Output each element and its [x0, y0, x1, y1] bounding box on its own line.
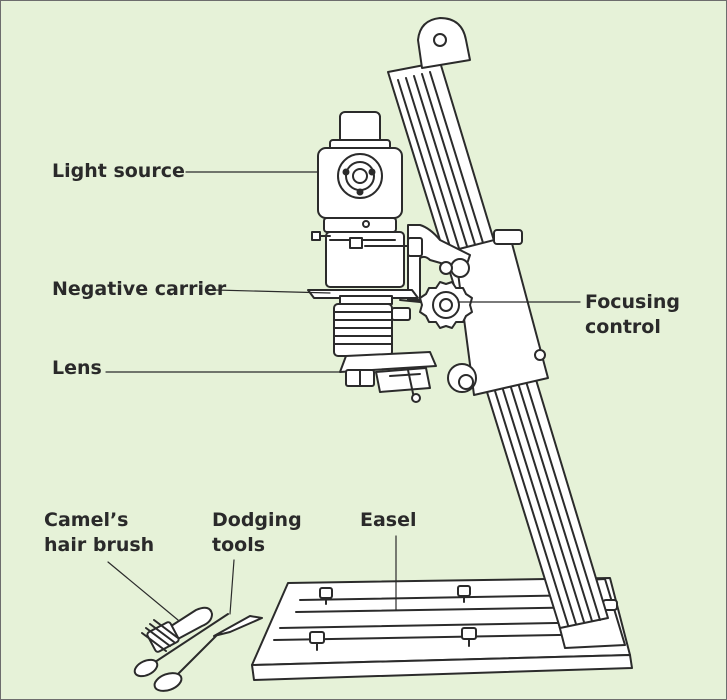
label-easel: Easel	[360, 509, 417, 531]
lens-stage	[339, 351, 437, 403]
support-arm	[407, 224, 471, 301]
label-dodging-tools-1: Dodging	[212, 509, 302, 531]
label-camels-hair-brush-2: hair brush	[44, 534, 155, 556]
leader-dodging-tools	[229, 559, 235, 615]
camels-hair-brush	[141, 606, 213, 653]
column-carriage	[447, 229, 549, 396]
label-camels-hair-brush-1: Camel’s	[44, 509, 129, 531]
negative-carrier	[307, 289, 441, 305]
carrier-section	[311, 231, 423, 288]
easel-knobs	[309, 585, 477, 651]
baseboard	[251, 577, 633, 681]
label-focusing-control-1: Focusing	[585, 291, 680, 313]
leader-brush	[107, 561, 179, 621]
lamp-housing	[317, 111, 403, 233]
leader-lines	[105, 171, 581, 621]
leader-negative-carrier	[214, 289, 331, 294]
label-focusing-control-2: control	[585, 316, 661, 338]
label-light-source: Light source	[52, 160, 185, 182]
focusing-knob	[419, 281, 473, 329]
label-dodging-tools-2: tools	[212, 534, 266, 556]
label-negative-carrier: Negative carrier	[52, 278, 227, 300]
label-lens: Lens	[52, 357, 102, 379]
dodging-tools	[133, 613, 263, 692]
bellows	[333, 303, 411, 357]
